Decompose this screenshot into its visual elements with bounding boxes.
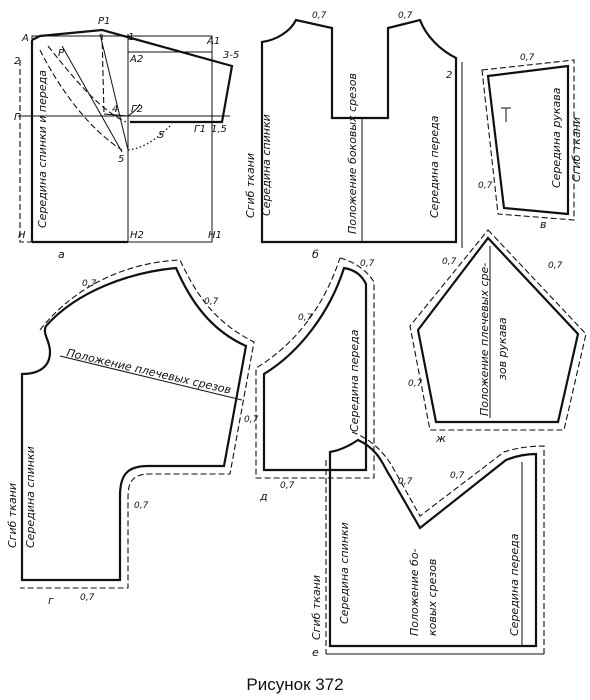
label-1-5: 1,5 bbox=[211, 124, 227, 135]
label-a1: А1 bbox=[206, 36, 220, 47]
dashed-vertical-p1 bbox=[101, 33, 105, 115]
full-bodice-allowance bbox=[325, 431, 545, 654]
sleeve-mark-t bbox=[501, 107, 511, 122]
allowance-d-3: 0,7 bbox=[244, 415, 259, 425]
pentagon-allowance bbox=[409, 229, 587, 431]
allowance-d-1: 0,7 bbox=[360, 259, 375, 269]
allowance-d-4: 0,7 bbox=[280, 481, 295, 491]
label-shoulder-seams-zh-2: зов рукава bbox=[496, 317, 509, 380]
figure-caption: Рисунок 372 bbox=[246, 675, 343, 694]
label-2: 2 bbox=[14, 56, 20, 67]
allowance-v-1: 0,7 bbox=[520, 53, 535, 63]
allowance-g-1: 0,7 bbox=[82, 279, 97, 289]
diagonal-p-5 bbox=[61, 45, 123, 153]
sleeve-outline bbox=[486, 64, 570, 216]
label-front-center-d: Середина переда bbox=[348, 329, 361, 432]
panel-letter-e: е bbox=[312, 646, 319, 659]
label-1: 1 bbox=[128, 32, 134, 43]
label-a: А bbox=[21, 33, 29, 44]
allowance-b-1: 0,7 bbox=[312, 11, 327, 21]
panel-letter-g: г bbox=[48, 594, 54, 607]
panel-zh-sleeve: 0,7 0,7 0,7 Положение плечевых сре- зов … bbox=[408, 229, 587, 445]
allowance-e-2: 0,7 bbox=[450, 471, 465, 481]
panel-letter-v: в bbox=[540, 218, 546, 231]
raglan-dashed-inner-2 bbox=[47, 45, 127, 123]
front-allowance bbox=[255, 257, 375, 479]
allowance-zh-3: 0,7 bbox=[408, 379, 423, 389]
label-b-2: 2 bbox=[446, 70, 452, 81]
allowance-zh-1: 0,7 bbox=[442, 257, 457, 267]
label-a2: А2 bbox=[129, 54, 143, 65]
label-h1: Н1 bbox=[208, 230, 222, 241]
panel-letter-a: а bbox=[58, 248, 65, 261]
label-shoulder-seams-zh-1: Положение плечевых сре- bbox=[478, 263, 491, 416]
label-fold-e: Сгиб ткани bbox=[310, 575, 323, 640]
panel-g-back: 0,7 0,7 0,7 0,7 Положение плечевых срезо… bbox=[6, 259, 255, 607]
label-back-front-center: Середина спинки и переда bbox=[36, 70, 49, 228]
front-outline bbox=[262, 266, 368, 472]
label-front-center-e: Середина переда bbox=[508, 533, 521, 636]
panel-e-bodice: 0,7 0,7 Сгиб ткани Середина спинки Полож… bbox=[310, 431, 545, 659]
label-back-center-b: Середина спинки bbox=[260, 114, 273, 216]
label-sleeve-center: Середина рукава bbox=[550, 87, 563, 188]
label-side-seams-b: Положение боковых срезов bbox=[346, 73, 359, 234]
allowance-g-3: 0,7 bbox=[134, 501, 149, 511]
allowance-g-2: 0,7 bbox=[204, 297, 219, 307]
label-front-center-b: Середина переда bbox=[428, 115, 441, 218]
label-fold-b: Сгиб ткани bbox=[244, 153, 257, 218]
label-h: Н bbox=[18, 230, 26, 241]
back-outline bbox=[20, 266, 248, 582]
label-4: 4 bbox=[112, 104, 118, 115]
allowance-v-2: 0,7 bbox=[478, 181, 493, 191]
label-g2: Г2 bbox=[131, 104, 143, 115]
full-bodice-outline bbox=[328, 438, 538, 648]
panel-letter-d: д bbox=[259, 490, 268, 503]
panel-v-sleeve: 0,7 0,7 Середина рукава Сгиб ткани в bbox=[478, 53, 583, 231]
bodice-outline bbox=[260, 18, 458, 244]
label-g: Г bbox=[14, 112, 21, 123]
allowance-e-1: 0,7 bbox=[398, 477, 413, 487]
label-fold-v: Сгиб ткани bbox=[570, 117, 583, 182]
allowance-zh-2: 0,7 bbox=[548, 261, 563, 271]
raglan-dashed-outer bbox=[19, 60, 32, 243]
allowance-d-2: 0,7 bbox=[298, 313, 313, 323]
label-h2: Н2 bbox=[130, 230, 144, 241]
armhole-dotted bbox=[127, 123, 173, 151]
label-fold-g: Сгиб ткани bbox=[6, 483, 19, 548]
panel-letter-b: б bbox=[312, 248, 319, 261]
sleeve-diagonal bbox=[103, 113, 129, 117]
pentagon-outline bbox=[416, 236, 580, 424]
label-5-left: 5 bbox=[118, 154, 124, 165]
label-back-center-e: Середина спинки bbox=[338, 522, 351, 624]
allowance-g-4: 0,7 bbox=[80, 593, 95, 603]
sleeve-allowance bbox=[481, 59, 575, 221]
label-back-center-g: Середина спинки bbox=[24, 446, 37, 548]
base-rectangle bbox=[31, 35, 213, 243]
panel-d-front: 0,7 0,7 0,7 0,7 Середина переда д bbox=[244, 257, 375, 503]
label-g1: Г1 bbox=[194, 124, 206, 135]
allowance-b-2: 0,7 bbox=[398, 11, 413, 21]
shoulder-to-5 bbox=[99, 33, 129, 151]
panel-b-bodice: 0,7 0,7 2 Сгиб ткани Середина спинки Пол… bbox=[244, 11, 463, 261]
label-side-seams-e-2: ковых срезов bbox=[426, 559, 439, 636]
label-p: Р bbox=[58, 48, 65, 59]
panel-letter-zh: ж bbox=[435, 432, 446, 445]
panel-a-construction: А Р1 Р 1 А1 3-5 2 А2 Г Г2 4 5 5 Г1 1,5 Н… bbox=[14, 16, 239, 261]
back-allowance bbox=[20, 259, 255, 589]
raglan-dashed-inner-1 bbox=[39, 49, 123, 151]
shoulder-sleeve-line bbox=[31, 28, 234, 124]
label-3-5: 3-5 bbox=[223, 50, 239, 61]
label-p1: Р1 bbox=[98, 16, 110, 27]
label-side-seams-e-1: Положение бо- bbox=[408, 548, 421, 636]
shoulder-seam-line-g bbox=[59, 355, 243, 401]
label-shoulder-seams-g: Положение плечевых срезов bbox=[65, 346, 232, 397]
armhole-curve bbox=[127, 103, 141, 117]
label-5-right: 5 bbox=[158, 130, 164, 141]
